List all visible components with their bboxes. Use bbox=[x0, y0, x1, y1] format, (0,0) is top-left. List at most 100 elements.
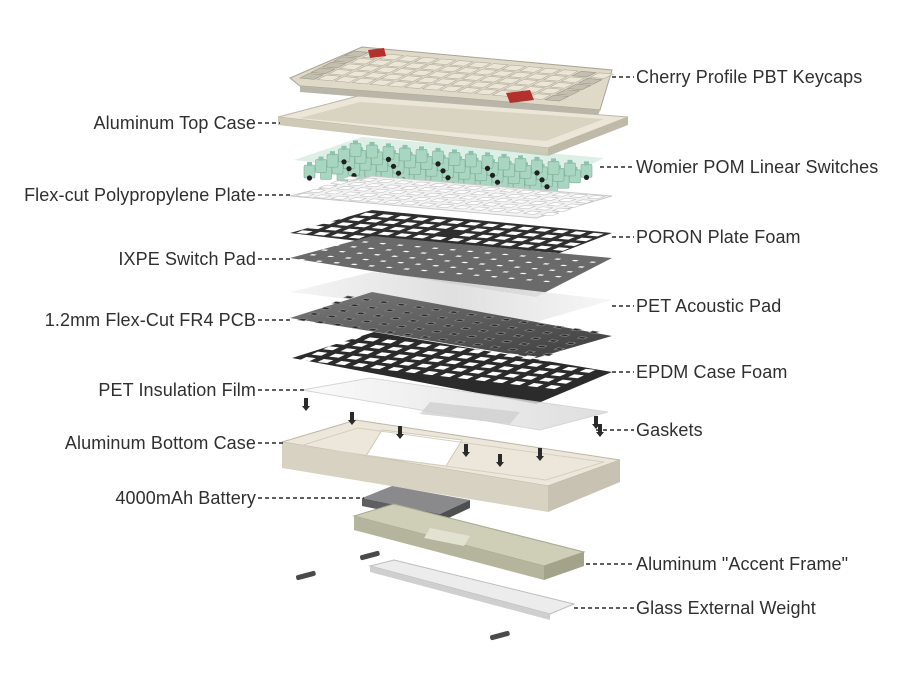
keycap bbox=[467, 81, 494, 88]
label-battery: 4000mAh Battery bbox=[115, 488, 256, 508]
switch bbox=[415, 149, 428, 163]
ixpe-hole bbox=[298, 258, 306, 261]
pcb-hole bbox=[547, 339, 560, 343]
poron-cutout bbox=[470, 228, 488, 232]
ixpe-hole bbox=[368, 265, 376, 267]
ixpe-hole bbox=[466, 250, 474, 253]
epdm-cutout bbox=[434, 365, 450, 370]
plate-cutout bbox=[516, 189, 536, 194]
pcb-hole bbox=[296, 318, 309, 322]
epdm-cutout bbox=[515, 368, 532, 373]
plate-layer bbox=[289, 175, 613, 219]
ixpe-hole bbox=[496, 264, 504, 267]
foot-pad bbox=[296, 570, 316, 581]
label-epdm-case-foam: EPDM Case Foam bbox=[636, 362, 788, 382]
keycap bbox=[531, 80, 557, 87]
ixpe-hole bbox=[502, 271, 510, 273]
plate-cutout bbox=[441, 194, 460, 199]
epdm-cutout bbox=[393, 354, 409, 359]
epdm-cutout bbox=[381, 359, 398, 364]
switch bbox=[465, 153, 477, 168]
gasket-tip bbox=[348, 420, 356, 425]
ixpe-hole bbox=[344, 257, 352, 259]
ixpe-hole bbox=[315, 260, 323, 262]
poron-cutout bbox=[505, 231, 523, 236]
poron-cutout bbox=[569, 231, 587, 235]
switch bbox=[315, 159, 327, 173]
keycap-grid bbox=[298, 50, 615, 102]
pcb-hole bbox=[395, 324, 408, 329]
epdm-cutout bbox=[340, 348, 357, 353]
stabilizer-wire bbox=[395, 170, 402, 176]
poron-cutout bbox=[535, 245, 552, 250]
ixpe-hole bbox=[385, 249, 393, 251]
keycap bbox=[507, 71, 533, 79]
ixpe-hole bbox=[484, 269, 492, 272]
switch bbox=[326, 153, 339, 168]
pcb-hole bbox=[500, 339, 513, 344]
plate-cutout bbox=[347, 181, 367, 186]
switch bbox=[366, 144, 378, 159]
poron-cutout bbox=[552, 229, 569, 234]
ixpe-hole bbox=[420, 252, 428, 254]
keycap bbox=[350, 57, 376, 65]
ixpe-hole bbox=[507, 260, 515, 262]
epdm-cutout bbox=[334, 340, 351, 345]
pcb-hole bbox=[552, 325, 565, 329]
pcb-hole bbox=[331, 301, 344, 305]
epdm-cutout bbox=[468, 349, 485, 354]
keycap bbox=[483, 63, 510, 70]
keycap bbox=[496, 77, 522, 84]
keycap bbox=[525, 73, 551, 80]
epdm-cutout bbox=[527, 362, 543, 367]
plate-cutout bbox=[534, 206, 554, 211]
keycap bbox=[513, 79, 540, 86]
leader-lines bbox=[258, 76, 634, 609]
epdm-cutout bbox=[352, 363, 369, 368]
poron-cutout bbox=[383, 220, 400, 225]
plate-cutout bbox=[341, 176, 361, 181]
plate-cutout bbox=[546, 202, 565, 207]
switch-stem bbox=[341, 145, 347, 150]
switch-stem bbox=[551, 158, 556, 163]
poron-cutout bbox=[511, 237, 529, 242]
modifier-keycap bbox=[571, 70, 597, 78]
epdm-cutout bbox=[370, 365, 386, 370]
plate-cutout bbox=[453, 205, 472, 210]
accent-frame-layer bbox=[352, 503, 586, 580]
epdm-cutout bbox=[510, 381, 526, 386]
pcb-hole bbox=[570, 328, 583, 332]
epdm-cutout bbox=[533, 370, 549, 375]
plate-cutout bbox=[417, 187, 437, 192]
epdm-cutout bbox=[352, 342, 368, 347]
poron-cutout bbox=[488, 229, 505, 234]
ixpe-hole bbox=[536, 256, 544, 259]
pcb-hole bbox=[494, 331, 507, 335]
pcb-hole bbox=[348, 303, 361, 307]
pcb-hole bbox=[418, 313, 431, 317]
poron-cutout bbox=[529, 239, 546, 243]
ixpe-hole bbox=[379, 260, 387, 262]
switch-stem bbox=[468, 150, 474, 155]
gasket-tip bbox=[462, 452, 470, 457]
pcb-hole bbox=[407, 319, 420, 323]
plate-cutout bbox=[464, 201, 484, 206]
epdm-cutout bbox=[475, 377, 491, 382]
modifier-keycap bbox=[555, 89, 581, 96]
keycap bbox=[526, 93, 552, 100]
plate-cutout bbox=[586, 195, 606, 200]
ixpe-hole bbox=[554, 258, 562, 260]
poron-cutout bbox=[564, 242, 581, 247]
plate-cutout bbox=[470, 206, 490, 211]
pcb-hole bbox=[384, 330, 397, 334]
plate-cutouts bbox=[295, 176, 606, 217]
epdm-cutout bbox=[545, 385, 561, 390]
keycap bbox=[456, 87, 482, 94]
epdm-cutout bbox=[375, 352, 392, 357]
plate-cutout bbox=[318, 184, 338, 189]
ixpe-hole bbox=[519, 255, 527, 257]
switch bbox=[564, 162, 576, 177]
gasket bbox=[594, 416, 598, 424]
poron-cutout bbox=[342, 211, 359, 215]
gasket bbox=[538, 448, 542, 456]
